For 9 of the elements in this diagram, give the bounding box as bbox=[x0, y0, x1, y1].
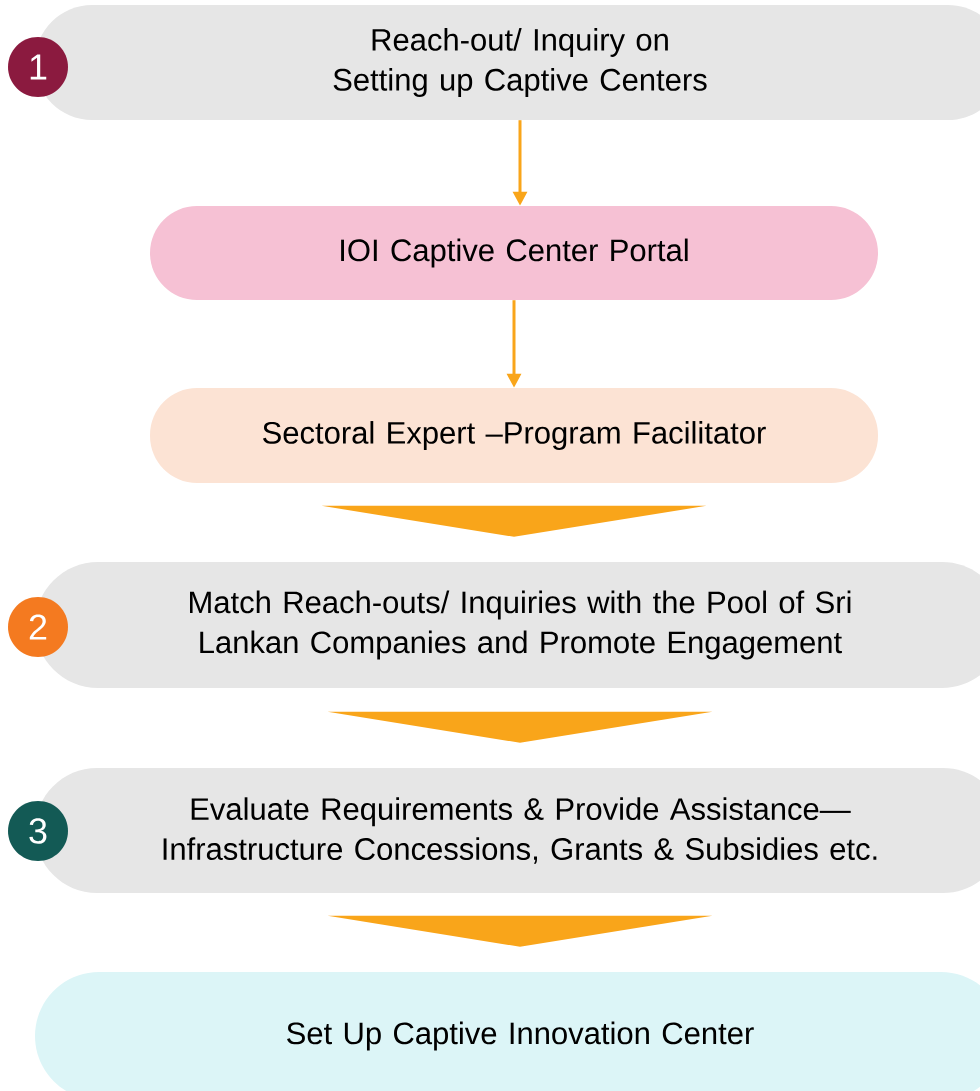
chevron-arrow bbox=[327, 711, 713, 743]
process-box: Set Up Captive Innovation Center bbox=[35, 972, 980, 1091]
process-box: IOI Captive Center Portal bbox=[150, 206, 878, 300]
chevron-arrow bbox=[327, 915, 713, 947]
step-number: 1 bbox=[8, 37, 68, 97]
process-box: Sectoral Expert –Program Facilitator bbox=[150, 388, 878, 483]
step-number: 2 bbox=[8, 597, 68, 657]
chevron-arrow bbox=[321, 505, 707, 537]
step-number: 3 bbox=[8, 801, 68, 861]
